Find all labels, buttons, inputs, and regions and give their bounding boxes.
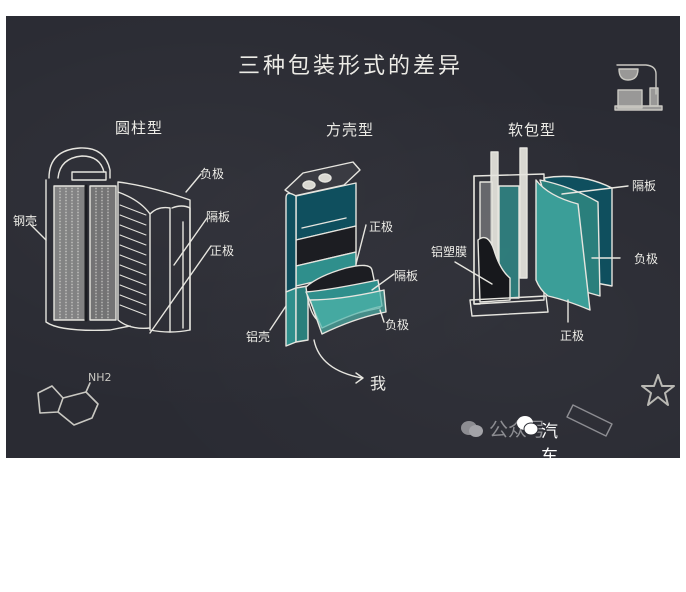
star-doodle	[641, 374, 675, 406]
page-title: 三种包装形式的差异	[238, 54, 464, 79]
cylindrical-cell-diagram	[29, 147, 212, 334]
stand-mixer-doodle	[614, 64, 663, 111]
adenine-molecule-doodle	[37, 382, 99, 426]
section-title-pouch: 软包型	[508, 121, 557, 139]
label-steel-shell: 钢壳	[13, 214, 38, 228]
label-pouch-cathode: 正极	[560, 329, 585, 343]
watermark: 公众号 汽车与材料工程	[459, 415, 558, 592]
label-cyl-anode: 负极	[200, 167, 225, 181]
label-cyl-cathode: 正极	[210, 244, 235, 258]
molecule-nh2-label: NH2	[88, 371, 112, 384]
wechat-icon-brand	[515, 415, 541, 436]
label-cyl-separator: 隔板	[206, 210, 231, 224]
battery-illustrations	[29, 64, 675, 437]
label-aluminum-plastic-film: 铝塑膜	[431, 245, 468, 259]
prismatic-cell-diagram	[269, 161, 395, 384]
wechat-icon	[459, 419, 485, 439]
label-aluminum-shell: 铝壳	[246, 330, 271, 344]
pouch-cell-diagram	[454, 147, 629, 323]
section-title-prismatic: 方壳型	[326, 121, 375, 139]
label-pris-anode: 负极	[385, 318, 410, 332]
label-pouch-anode: 负极	[634, 252, 659, 266]
annotation-me: 我	[370, 374, 387, 393]
section-title-cylindrical: 圆柱型	[115, 119, 164, 137]
label-pouch-separator: 隔板	[632, 179, 657, 193]
label-pris-separator: 隔板	[394, 269, 419, 283]
watermark-brand: 汽车与材料工程	[541, 422, 558, 592]
ruler-doodle	[566, 404, 613, 437]
label-pris-cathode: 正极	[369, 220, 394, 234]
